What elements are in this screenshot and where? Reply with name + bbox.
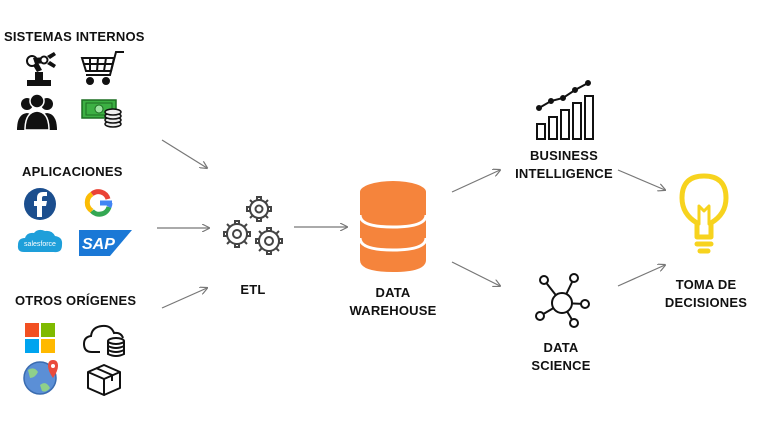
etl-label: ETL [240, 282, 266, 297]
data-science-icon [535, 273, 590, 328]
sap-text: SAP [82, 236, 115, 253]
arrow-warehouse-to-ds [451, 261, 500, 286]
salesforce-icon: salesforce [17, 229, 63, 253]
arrow-bi-to-decision [617, 169, 665, 190]
people-icon [17, 93, 57, 131]
arrow-warehouse-to-bi [451, 170, 500, 193]
decision-label-line2: DECISIONES [664, 295, 748, 310]
ds-label-line2: SCIENCE [531, 358, 591, 373]
warehouse-label-line2: WAREHOUSE [349, 303, 437, 318]
etl-gears-icon [223, 196, 283, 255]
bi-label-line2: INTELLIGENCE [515, 166, 613, 181]
cloud-database-icon [82, 324, 125, 357]
globe-location-icon [23, 360, 58, 395]
business-intelligence-icon [536, 80, 594, 140]
decision-label: TOMA DE DECISIONES [656, 276, 756, 312]
arrow-ds-to-decision [617, 265, 665, 287]
section-title-other-sources: OTROS ORÍGENES [15, 293, 137, 308]
box-icon [87, 364, 121, 396]
ds-label-line1: DATA [543, 340, 579, 355]
google-icon [84, 189, 113, 217]
section-title-internal-systems: SISTEMAS INTERNOS [4, 29, 145, 44]
sap-icon: SAP [79, 230, 132, 256]
warehouse-label-line1: DATA [375, 285, 411, 300]
arrow-internal-to-etl [161, 139, 207, 168]
bi-label-line1: BUSINESS [529, 148, 599, 163]
decision-label-line1: TOMA DE [675, 277, 737, 292]
lightbulb-icon [679, 173, 729, 254]
windows-icon [25, 323, 55, 353]
data-warehouse-icon [358, 181, 428, 272]
cash-icon [81, 99, 122, 128]
warehouse-label: DATA WAREHOUSE [343, 284, 443, 320]
bi-label: BUSINESS INTELLIGENCE [505, 147, 623, 183]
facebook-icon [24, 188, 56, 220]
ds-label: DATA SCIENCE [521, 339, 601, 375]
section-title-applications: APLICACIONES [22, 164, 123, 179]
arrow-others-to-etl [161, 288, 207, 309]
shopping-cart-icon [80, 51, 124, 85]
salesforce-text: salesforce [24, 241, 56, 248]
robot-arm-icon [26, 52, 56, 86]
